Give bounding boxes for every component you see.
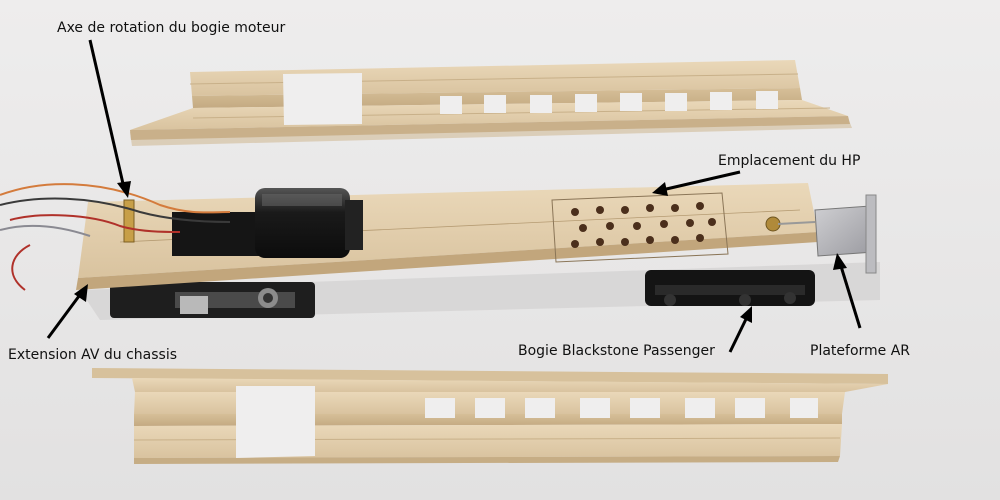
label-extension-av: Extension AV du chassis <box>8 347 178 363</box>
bottom-large-window <box>236 386 315 458</box>
blackstone-bogie <box>645 270 815 306</box>
wires <box>0 183 231 291</box>
label-emplacement-hp: Emplacement du HP <box>718 153 861 169</box>
bottom-side-panel <box>92 368 888 464</box>
top-large-window <box>283 73 362 125</box>
arrow-extension-av <box>46 291 84 339</box>
motor-bogie <box>110 282 315 318</box>
label-bogie-blackstone: Bogie Blackstone Passenger <box>518 343 715 359</box>
bottom-small-windows <box>425 398 818 418</box>
rotation-axis <box>123 199 135 243</box>
arrow-plateforme-ar <box>838 262 862 329</box>
rear-platform <box>814 194 877 274</box>
top-side-panel <box>130 60 852 146</box>
top-small-windows <box>440 91 778 114</box>
annotation-arrows <box>46 39 862 353</box>
arrow-axe-rotation <box>88 39 126 189</box>
label-plateforme-ar: Plateforme AR <box>810 343 911 359</box>
chassis <box>0 183 880 320</box>
motor <box>172 188 363 258</box>
label-axe-rotation: Axe de rotation du bogie moteur <box>57 20 286 36</box>
arrow-bogie-blackstone <box>728 314 750 353</box>
arrow-emplacement-hp <box>661 170 741 192</box>
